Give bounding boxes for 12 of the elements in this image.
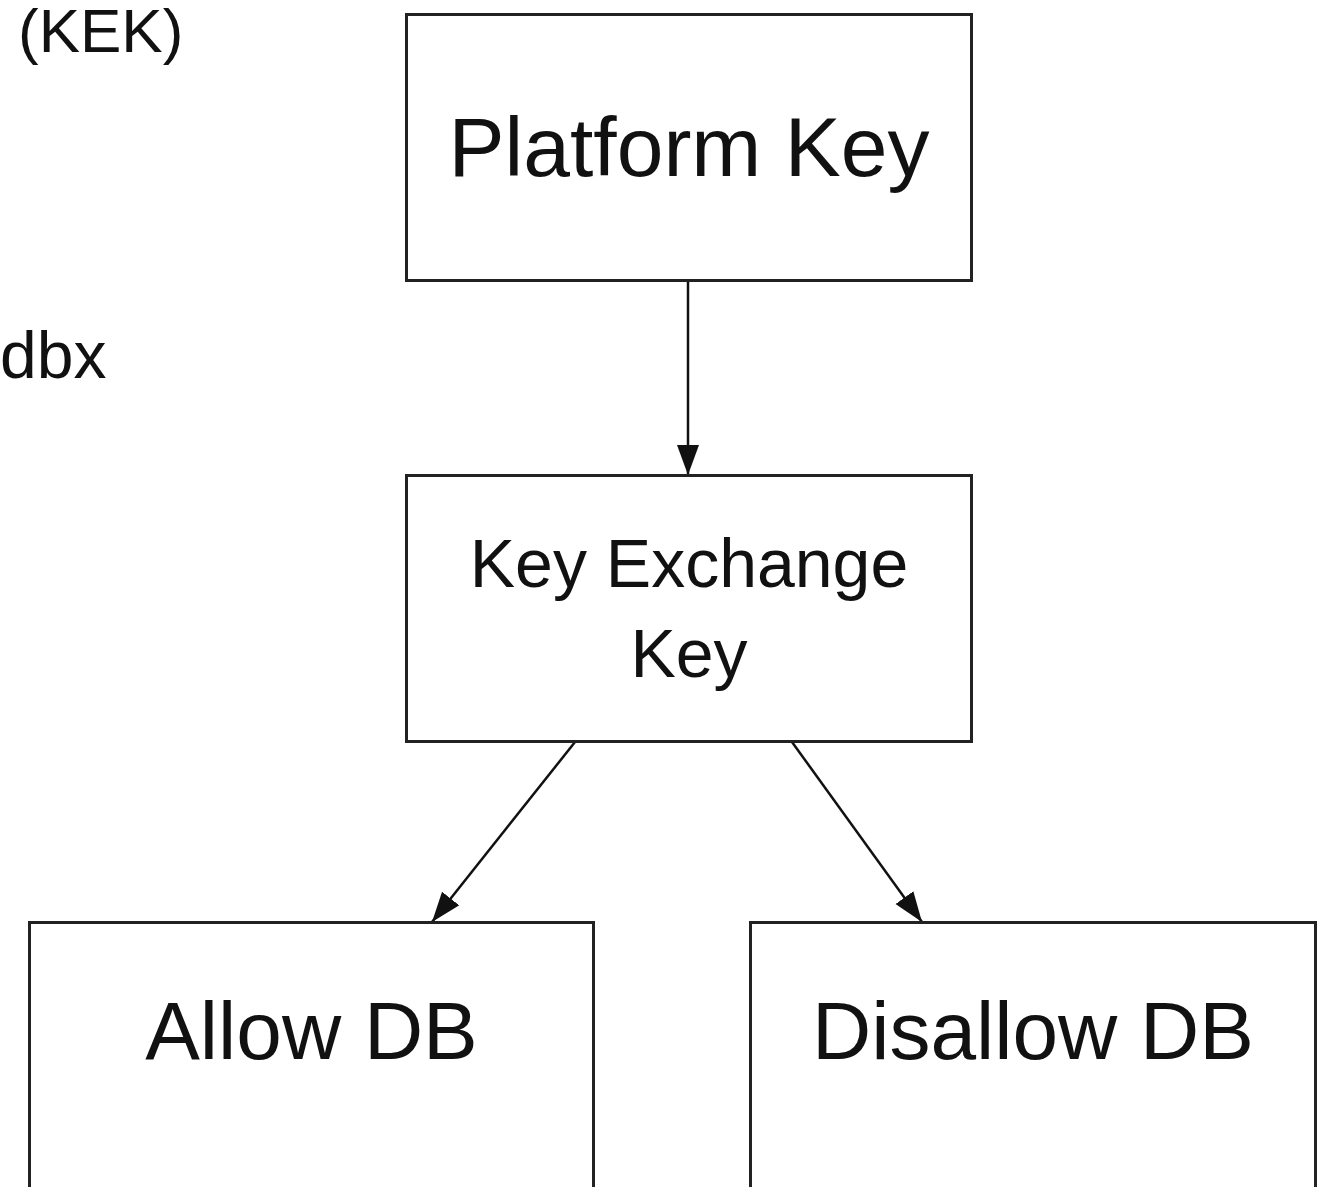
arrow [431, 741, 576, 923]
key-box [28, 921, 595, 1187]
key-box [405, 13, 973, 282]
box-label: Key Exchange Key [468, 523, 910, 693]
arrow [677, 281, 699, 475]
arrow [791, 741, 923, 923]
box-label: Allow DB [144, 983, 479, 1078]
box-label: Disallow DB [811, 983, 1255, 1078]
side-label: dbx [0, 322, 107, 388]
box-label: Platform Key [447, 99, 931, 197]
key-box [405, 474, 973, 743]
key-box [749, 921, 1317, 1187]
